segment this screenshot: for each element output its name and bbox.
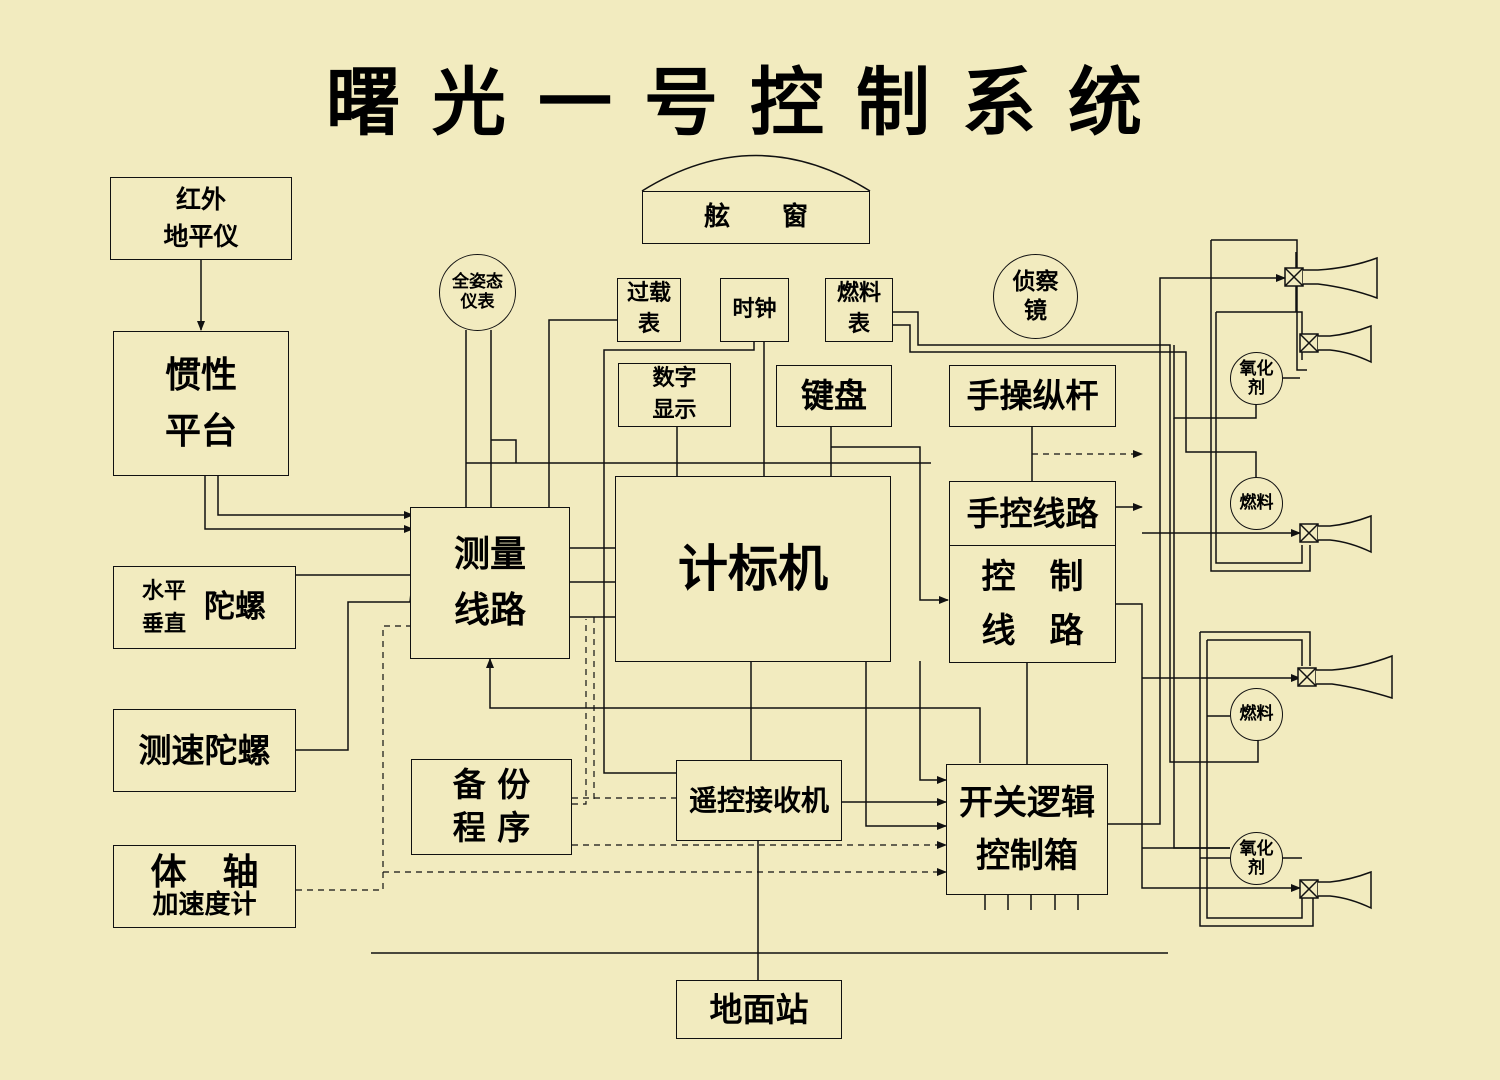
ground-station: 地面站 bbox=[676, 980, 842, 1039]
horizontal-vertical-gyro: 水平 垂直 陀螺 bbox=[113, 566, 296, 649]
manual-joystick: 手操纵杆 bbox=[949, 365, 1116, 427]
window-dome bbox=[641, 154, 871, 192]
nozzle-3 bbox=[1299, 514, 1372, 554]
measurement-circuit: 测量 线路 bbox=[410, 507, 570, 659]
infrared-horizon-sensor: 红外 地平仪 bbox=[110, 177, 292, 260]
clock: 时钟 bbox=[720, 278, 789, 342]
switch-logic-control-box: 开关逻辑 控制箱 bbox=[946, 764, 1108, 895]
rate-gyro: 测速陀螺 bbox=[113, 709, 296, 792]
backup-program: 备 份 程 序 bbox=[411, 759, 572, 855]
reconnaissance-scope: 侦察 镜 bbox=[993, 254, 1078, 339]
computer: 计标机 bbox=[615, 476, 891, 662]
oxidizer-tank-2: 氧化 剂 bbox=[1230, 832, 1283, 885]
diagram-title: 曙光一号控制系统 bbox=[326, 60, 1174, 146]
nozzle-2 bbox=[1299, 324, 1372, 364]
nozzle-5 bbox=[1299, 870, 1372, 910]
body-axis-accelerometer: 体 轴 加速度计 bbox=[113, 845, 296, 928]
manual-control-circuit: 手控线路 bbox=[949, 481, 1116, 547]
keyboard: 键盘 bbox=[776, 365, 892, 427]
fuel-tank-2: 燃料 bbox=[1230, 688, 1283, 741]
attitude-indicator: 全姿态 仪表 bbox=[439, 254, 516, 331]
oxidizer-tank-1: 氧化 剂 bbox=[1230, 352, 1283, 405]
control-circuit: 控 制 线 路 bbox=[949, 545, 1116, 663]
fuel-gauge: 燃料 表 bbox=[825, 278, 893, 342]
nozzle-4 bbox=[1297, 654, 1393, 700]
porthole-window: 舷 窗 bbox=[642, 191, 870, 244]
digital-display: 数字 显示 bbox=[618, 363, 731, 427]
nozzle-1 bbox=[1284, 256, 1378, 300]
inertial-platform: 惯性 平台 bbox=[113, 331, 289, 476]
overload-meter: 过载 表 bbox=[617, 278, 681, 342]
remote-receiver: 遥控接收机 bbox=[676, 760, 842, 841]
fuel-tank-1: 燃料 bbox=[1230, 477, 1283, 530]
